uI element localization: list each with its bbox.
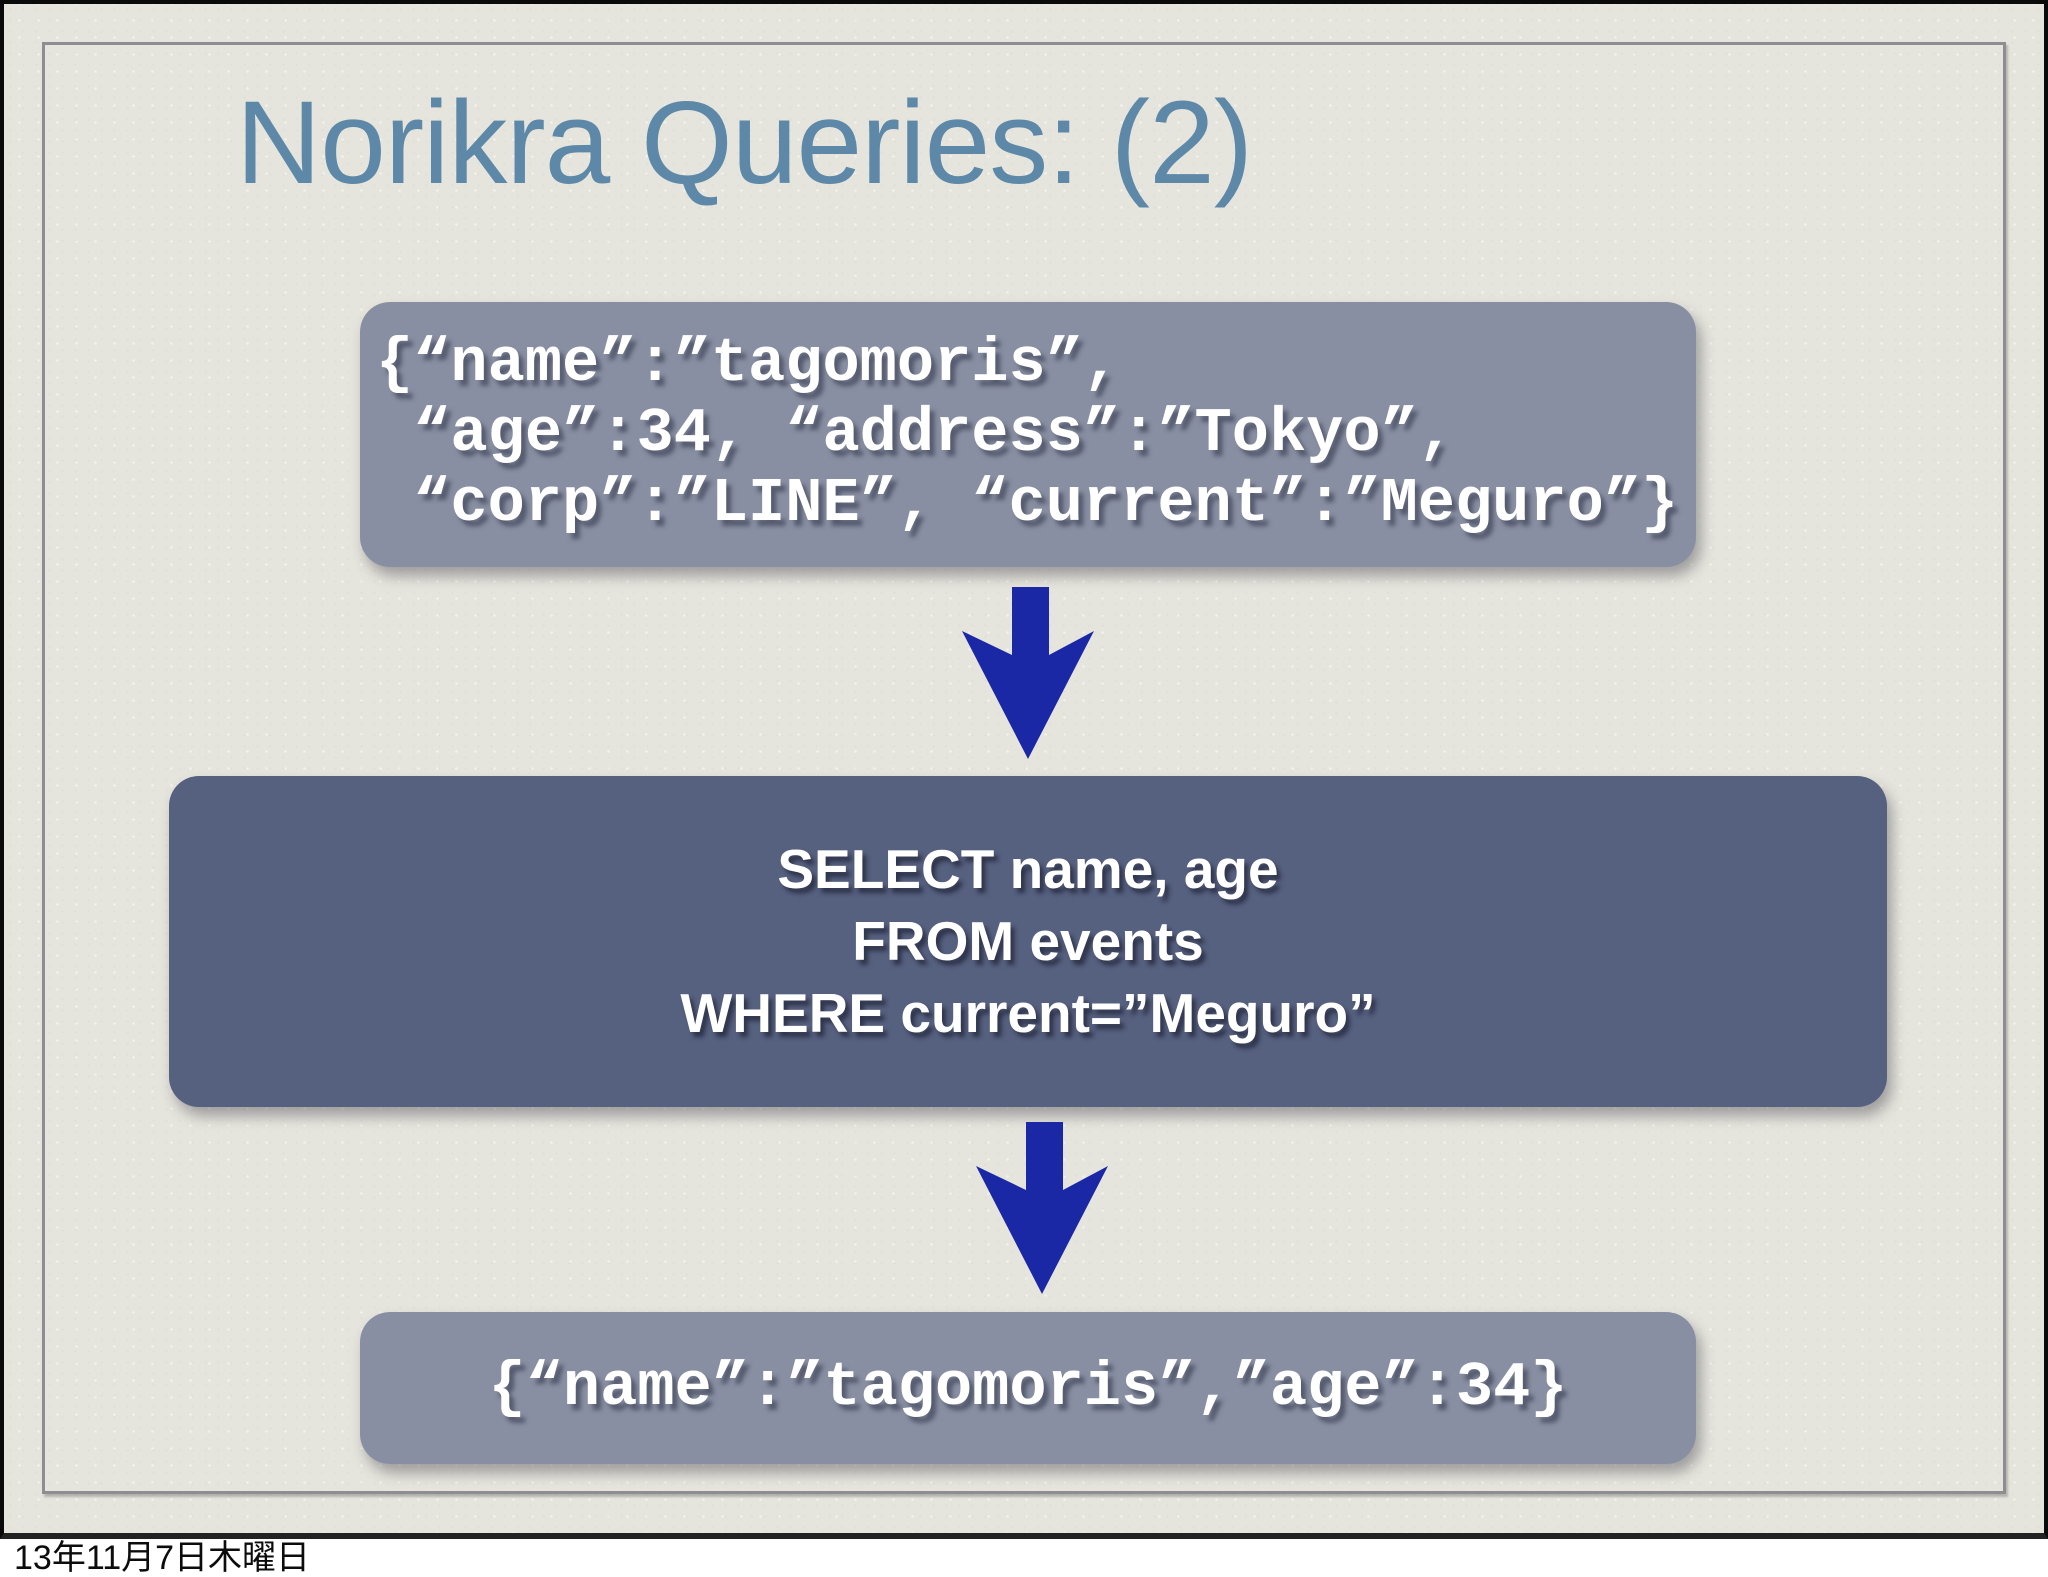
- slide: Norikra Queries: (2) {“name”:”tagomoris”…: [0, 0, 2048, 1539]
- down-arrow-shape: [976, 1122, 1108, 1294]
- down-arrow-shape: [962, 587, 1094, 759]
- input-json-line-1: {“name”:”tagomoris”,: [376, 328, 1121, 399]
- input-json-line-3: “corp”:”LINE”, “current”:”Meguro”}: [376, 468, 1679, 539]
- query-line-where: WHERE current=”Meguro”: [680, 982, 1376, 1044]
- sql-query-box: SELECT name, age FROM events WHERE curre…: [169, 776, 1887, 1107]
- down-arrow-icon: [962, 587, 1094, 759]
- query-line-select: SELECT name, age: [777, 838, 1279, 900]
- output-json-line-1: {“name”:”tagomoris”,”age”:34}: [488, 1352, 1568, 1423]
- input-event-json-box: {“name”:”tagomoris”, “age”:34, “address”…: [360, 302, 1696, 567]
- down-arrow-icon: [976, 1122, 1108, 1294]
- slide-inner-border: [42, 42, 2006, 1494]
- input-json-line-2: “age”:34, “address”:”Tokyo”,: [376, 398, 1455, 469]
- slide-title: Norikra Queries: (2): [236, 77, 1253, 209]
- slide-date: 13年11月7日木曜日: [14, 1539, 311, 1577]
- query-line-from: FROM events: [852, 910, 1204, 972]
- output-event-json-box: {“name”:”tagomoris”,”age”:34}: [360, 1312, 1696, 1464]
